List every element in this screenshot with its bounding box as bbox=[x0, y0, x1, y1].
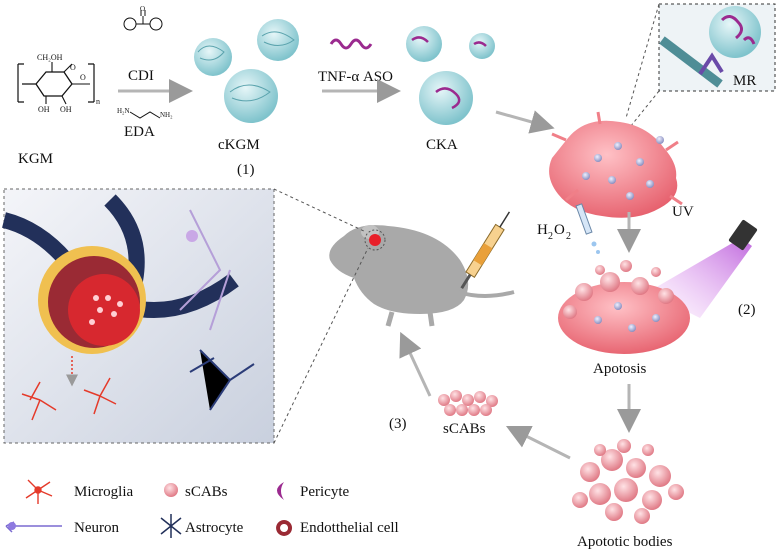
legend-pericyte: Pericyte bbox=[300, 484, 349, 500]
svg-text:NH₂: NH₂ bbox=[160, 111, 173, 119]
eda-structure: H₂N NH₂ bbox=[117, 107, 173, 119]
astrocyte-legend-icon bbox=[160, 514, 182, 538]
cdi-structure: O bbox=[123, 5, 163, 31]
oh-label-1: OH bbox=[38, 105, 50, 114]
apoptotic-cell bbox=[558, 260, 690, 354]
endothelial-legend-icon bbox=[276, 520, 293, 536]
macrophage-cell bbox=[549, 111, 683, 218]
kgm-label: KGM bbox=[18, 151, 53, 167]
inset-pointer-brain-1 bbox=[273, 188, 367, 233]
ckgm-nanoparticles bbox=[194, 19, 299, 123]
aso-label: TNF-α ASO bbox=[318, 69, 393, 85]
mr-label: MR bbox=[733, 73, 756, 89]
apoptotic-bodies bbox=[572, 439, 684, 524]
kgm-structure: CH₂OH O O OH OH n bbox=[17, 53, 100, 114]
step-3-label: (3) bbox=[389, 416, 407, 432]
svg-text:O: O bbox=[554, 222, 565, 238]
eda-label: EDA bbox=[124, 124, 155, 140]
mr-inset bbox=[658, 3, 776, 92]
dropper-icon bbox=[575, 203, 600, 254]
svg-text:O: O bbox=[70, 63, 76, 72]
svg-text:O: O bbox=[80, 73, 86, 82]
syringe-icon bbox=[460, 211, 511, 289]
legend-endothelial: Endotthelial cell bbox=[300, 520, 399, 536]
cdi-label: CDI bbox=[128, 68, 154, 84]
legend: Microglia sCABs Pericyte Neuron Astrocyt… bbox=[5, 479, 399, 538]
arrow-bodies-to-scabs bbox=[505, 425, 571, 460]
arrow-scabs-to-mouse bbox=[399, 331, 432, 397]
step-2-label: (2) bbox=[738, 302, 756, 318]
legend-neuron: Neuron bbox=[74, 520, 119, 536]
svg-text:H: H bbox=[537, 222, 548, 238]
inset-pointer-brain-2 bbox=[273, 247, 369, 444]
apoptosis-label: Apotosis bbox=[593, 361, 647, 377]
mouse-illustration bbox=[329, 225, 515, 327]
brain-inset bbox=[1, 188, 275, 444]
ch2oh-label: CH₂OH bbox=[37, 53, 63, 62]
repeat-n-label: n bbox=[96, 97, 100, 106]
pericyte-legend-icon bbox=[277, 482, 284, 500]
svg-text:O: O bbox=[140, 5, 145, 13]
scabs-legend-icon bbox=[164, 483, 178, 497]
scabs-cluster bbox=[438, 390, 498, 416]
scabs-label: sCABs bbox=[443, 421, 486, 437]
cka-label: CKA bbox=[426, 137, 458, 153]
legend-microglia: Microglia bbox=[74, 484, 133, 500]
microglia-legend-icon bbox=[25, 479, 53, 504]
legend-scabs: sCABs bbox=[185, 484, 228, 500]
oh-label-2: OH bbox=[60, 105, 72, 114]
svg-text:2: 2 bbox=[566, 231, 571, 242]
svg-text:2: 2 bbox=[548, 231, 553, 242]
apoptotic-bodies-label: Apototic bodies bbox=[577, 534, 673, 550]
h2o2-label: H 2 O 2 bbox=[537, 222, 571, 242]
cka-nanoparticles bbox=[406, 26, 495, 125]
uv-label: UV bbox=[672, 204, 694, 220]
uv-lamp-icon bbox=[728, 219, 758, 251]
step-1-label: (1) bbox=[237, 162, 255, 178]
aso-strand-icon bbox=[329, 38, 373, 50]
legend-astrocyte: Astrocyte bbox=[185, 520, 244, 536]
arrow-cka-to-cell bbox=[495, 110, 555, 134]
neuron-legend-icon bbox=[5, 521, 62, 533]
inset-pointer-line-2 bbox=[625, 3, 660, 119]
svg-text:H₂N: H₂N bbox=[117, 107, 130, 115]
ckgm-label: cKGM bbox=[218, 137, 260, 153]
